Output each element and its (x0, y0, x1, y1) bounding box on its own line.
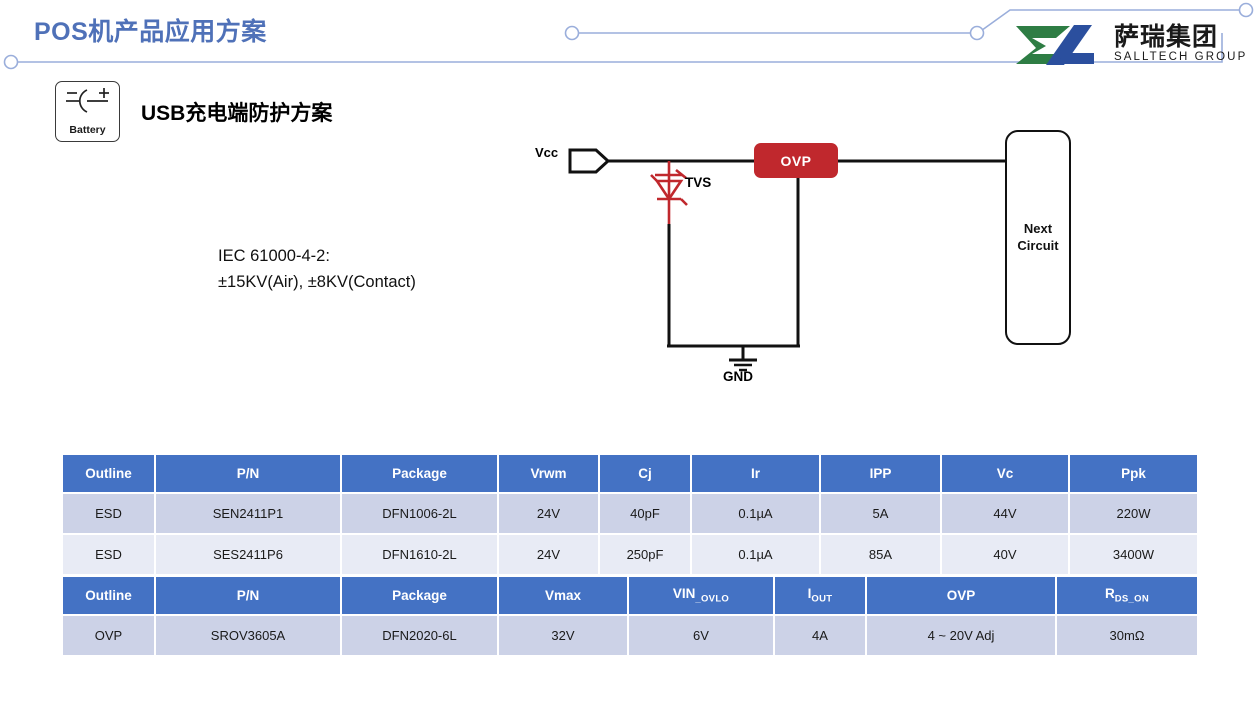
ovp-block-label: OVP (780, 152, 812, 169)
cell-ipp: 85A (820, 534, 942, 576)
cell-vrwm: 24V (498, 534, 600, 576)
cell-ovp: 4 ~ 20V Adj (866, 615, 1057, 657)
col-header-ir: Ir (691, 455, 821, 494)
cell-iout: 4A (774, 615, 867, 657)
col-header-vrwm: Vrwm (498, 455, 600, 494)
col-header-pn: P/N (155, 577, 342, 616)
cell-pn: SEN2411P1 (155, 493, 342, 535)
cell-cj: 40pF (599, 493, 692, 535)
cell-package: DFN1610-2L (341, 534, 499, 576)
section-heading: USB充电端防护方案 (141, 97, 332, 127)
cell-vmax: 32V (498, 615, 629, 657)
cell-outline: OVP (63, 615, 156, 657)
table-row: ESD SEN2411P1 DFN1006-2L 24V 40pF 0.1µA … (63, 493, 1197, 535)
logo-english-name: SALLTECH GROUP (1114, 51, 1248, 64)
col-header-iout: IOUT (774, 577, 867, 616)
gnd-label: GND (723, 369, 753, 384)
section-heading-cn: 充电端防护方案 (185, 100, 333, 125)
iec-spec-line2: ±15KV(Air), ±8KV(Contact) (218, 272, 416, 291)
circuit-diagram: Vcc TVS GND OVP Next Circuit (510, 118, 1130, 408)
cell-pn: SROV3605A (155, 615, 342, 657)
col-header-vc: Vc (941, 455, 1070, 494)
cell-package: DFN2020-6L (341, 615, 499, 657)
circuit-schematic-svg (568, 148, 1007, 372)
cell-vc: 44V (941, 493, 1070, 535)
cell-ppk: 3400W (1069, 534, 1197, 576)
col-header-vin-ovlo: VIN_OVLO (628, 577, 775, 616)
cell-ipp: 5A (820, 493, 942, 535)
cell-ppk: 220W (1069, 493, 1197, 535)
esd-spec-table: Outline P/N Package Vrwm Cj Ir IPP Vc Pp… (63, 455, 1197, 576)
cell-ir: 0.1µA (691, 534, 821, 576)
col-header-outline: Outline (63, 577, 156, 616)
salltech-logo-mark (1016, 25, 1094, 65)
vcc-label: Vcc (535, 145, 559, 160)
next-circuit-line1: Next (1023, 221, 1053, 237)
battery-icon-label: Battery (69, 124, 106, 136)
cell-cj: 250pF (599, 534, 692, 576)
table-row: ESD SES2411P6 DFN1610-2L 24V 250pF 0.1µA… (63, 534, 1197, 576)
col-header-rds-on: RDS_ON (1056, 577, 1197, 616)
iec-spec-line1: IEC 61000-4-2: (218, 247, 330, 265)
page-title: POS机产品应用方案 (34, 18, 267, 46)
cell-pn: SES2411P6 (155, 534, 342, 576)
ovp-spec-table: Outline P/N Package Vmax VIN_OVLO IOUT O… (63, 577, 1197, 657)
col-header-package: Package (341, 577, 499, 616)
table-row: OVP SROV3605A DFN2020-6L 32V 6V 4A 4 ~ 2… (63, 615, 1197, 657)
company-logo: 萨瑞集团 SALLTECH GROUP (1012, 16, 1248, 72)
cell-vc: 40V (941, 534, 1070, 576)
table-header-row: Outline P/N Package Vrwm Cj Ir IPP Vc Pp… (63, 455, 1197, 494)
cell-package: DFN1006-2L (341, 493, 499, 535)
next-circuit-line2: Circuit (1017, 237, 1059, 253)
col-header-package: Package (341, 455, 499, 494)
col-header-ipp: IPP (820, 455, 942, 494)
cell-vin-ovlo: 6V (628, 615, 775, 657)
battery-icon (66, 88, 109, 113)
cell-ir: 0.1µA (691, 493, 821, 535)
col-header-pn: P/N (155, 455, 342, 494)
table-header-row: Outline P/N Package Vmax VIN_OVLO IOUT O… (63, 577, 1197, 616)
cell-rds-on: 30mΩ (1056, 615, 1197, 657)
cell-outline: ESD (63, 534, 156, 576)
section-heading-latin: USB (141, 102, 186, 125)
cell-outline: ESD (63, 493, 156, 535)
col-header-vmax: Vmax (498, 577, 629, 616)
next-circuit-block: Next Circuit (1005, 130, 1071, 345)
battery-icon-card: Battery (55, 81, 120, 142)
iec-spec-note: IEC 61000-4-2: ±15KV(Air), ±8KV(Contact) (218, 244, 416, 295)
cell-vrwm: 24V (498, 493, 600, 535)
tvs-label: TVS (685, 175, 712, 190)
ovp-block: OVP (754, 143, 838, 178)
col-header-ppk: Ppk (1069, 455, 1197, 494)
logo-chinese-name: 萨瑞集团 (1114, 22, 1219, 52)
col-header-outline: Outline (63, 455, 156, 494)
col-header-ovp: OVP (866, 577, 1057, 616)
col-header-cj: Cj (599, 455, 692, 494)
